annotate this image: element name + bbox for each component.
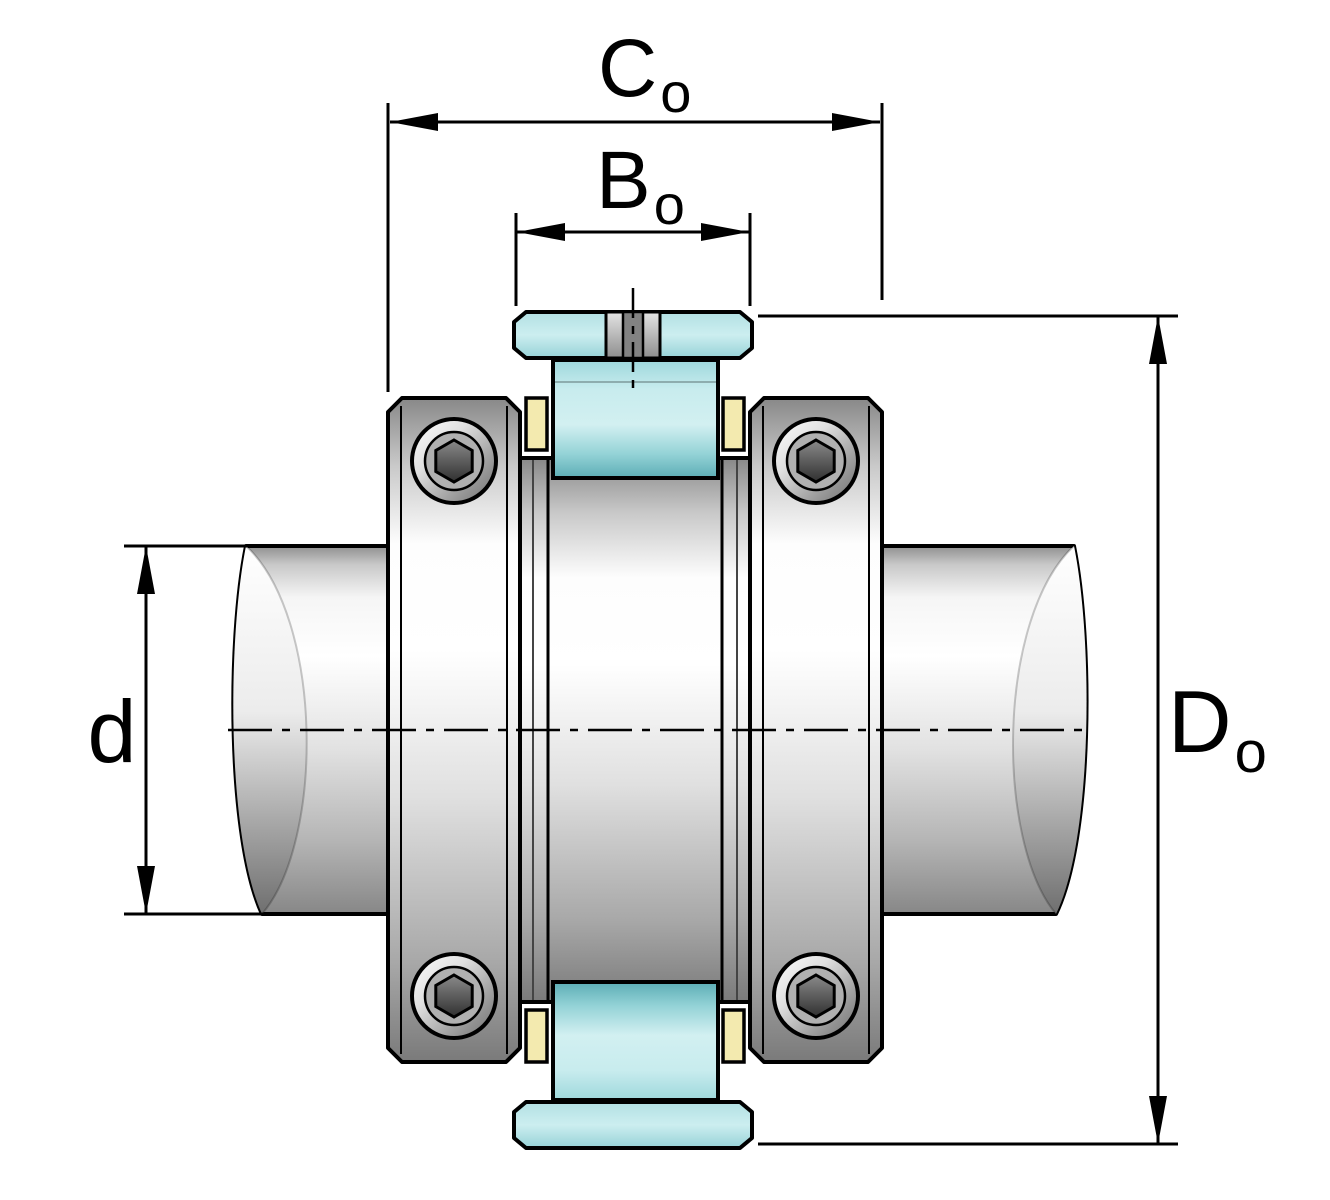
cap-screw-top-left [410,417,498,505]
cap-screw-bottom-left [410,952,498,1040]
arrowhead-left [390,113,438,131]
dim-d-label: d [88,682,137,781]
seal-bottom-left [524,1008,549,1064]
hex-socket [434,438,474,484]
dimension-d0: Do [758,314,1267,1146]
dim-d0-label: Do [1168,672,1267,785]
arrowhead-left [517,223,565,241]
fitting-bottom-block [551,980,720,1102]
hex-socket [796,973,836,1019]
seal-top-right [721,396,746,452]
dim-b0-label: Bo [596,135,685,236]
dimension-c0: Co [386,23,884,392]
arrowhead-bottom [137,866,155,914]
seal-top-left [524,396,549,452]
arrowhead-bottom [1149,1096,1167,1144]
centerlines [228,288,1082,732]
dimension-b0: Bo [514,135,752,306]
arrowhead-right [832,113,880,131]
fitting-bottom-cap [512,1100,754,1150]
hex-socket [434,973,474,1019]
dimension-d: d [88,544,306,916]
arrowhead-top [1149,316,1167,364]
shaft-end-right-cut-line [1012,545,1075,915]
fitting-bottom [512,980,754,1150]
hex-socket [796,438,836,484]
arrowhead-top [137,546,155,594]
fitting-top-block [551,358,720,480]
cap-screw-bottom-right [772,952,860,1040]
dim-c0-label: Co [598,23,691,124]
cap-screw-top-right [772,417,860,505]
fitting-top [512,310,754,480]
arrowhead-right [701,223,749,241]
seal-bottom-right [721,1008,746,1064]
